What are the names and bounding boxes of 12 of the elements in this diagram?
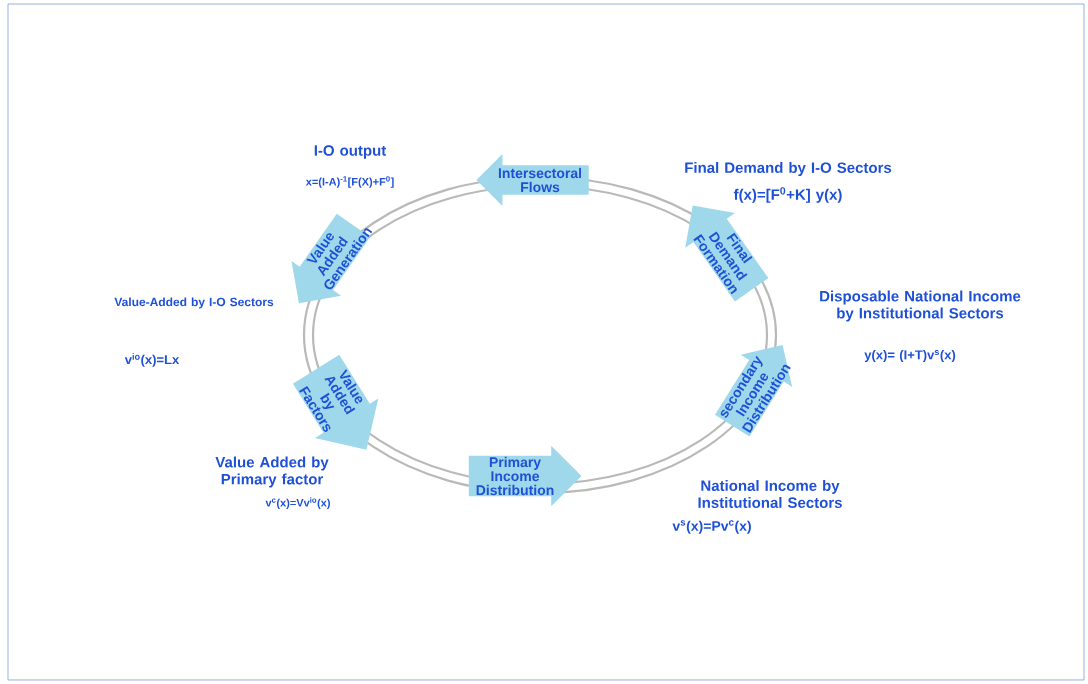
formula: y(x)= (I+T)v$^{s}$(x): [864, 349, 956, 363]
stage-heading: Final Demand by I-O Sectors: [685, 162, 892, 176]
stage-heading: I-O output: [314, 145, 387, 159]
formula: f(x)=[F$^{0}$+K] y(x): [733, 187, 842, 203]
stage-heading: Value Added by Primary factor: [215, 456, 329, 488]
formula: v$^{c}$(x)=Vv$^{io}$(x): [265, 497, 330, 509]
formula: v$^{s}$(x)=Pv$^{c}$(x): [672, 520, 751, 534]
stage-heading: National Income by Institutional Sectors: [698, 480, 842, 508]
stage-heading: Disposable National Income by Institutional Sectors: [820, 290, 1021, 322]
stage-heading: Value-Added by I-O Sectors: [114, 297, 274, 309]
formula: v$^{io}$(x)=Lx: [124, 353, 180, 367]
formula: x=(I-A)$^{-1}$[F(X)+F$^{0}$]: [305, 176, 394, 188]
